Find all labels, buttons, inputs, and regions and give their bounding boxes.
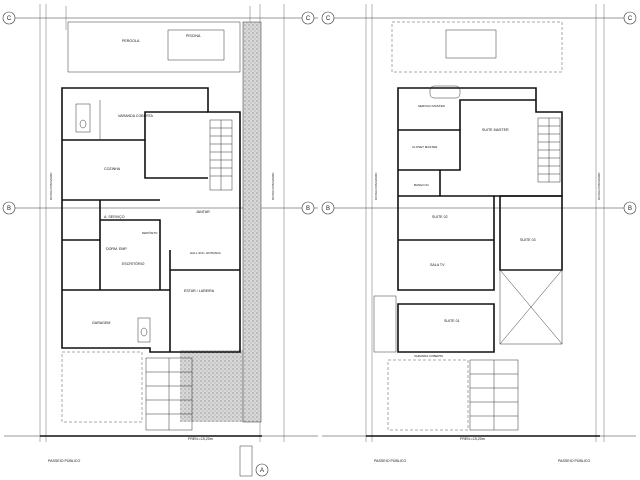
room-label-suite02: SUITE 02 <box>432 215 448 219</box>
void-area <box>499 269 563 345</box>
room-label-escritorio: ESCRITÓRIO <box>122 261 145 266</box>
axis-label-c-left-upper: C <box>326 16 331 22</box>
room-label-deposito: DEPÓSITO <box>142 230 158 235</box>
room-label-closet: CLOSET MASTER <box>412 145 438 149</box>
ground-floor-house-outline <box>61 87 241 353</box>
axis-bubble-a-bottom: A <box>255 463 269 477</box>
side-boundary-label-left: DIVISA COM MURO <box>49 172 53 200</box>
upper-floor-house-outline <box>397 87 563 291</box>
axis-bubble-b-right: B <box>301 201 315 215</box>
pool-label: PISCINA <box>186 34 201 38</box>
room-label-varanda-coberta: VARANDA COBERTA <box>414 354 443 358</box>
side-boundary-label-upper-right: DIVISA COM MURO <box>597 172 601 200</box>
ground-floor-grid-lines <box>4 4 318 442</box>
room-label-hall: HALL SOC. ENTRADA <box>190 251 221 255</box>
axis-bubble-b-left-upper: B <box>321 201 335 215</box>
axis-label-b-right: B <box>306 206 310 212</box>
axis-bubble-b-left: B <box>2 201 16 215</box>
axis-label-b-left: B <box>7 206 11 212</box>
room-label-suite-master: SUITE MASTER <box>482 128 509 132</box>
room-label-garagem: GARAGEM <box>92 321 110 325</box>
axis-bubble-c-left-upper: C <box>321 11 335 25</box>
axis-label-c-right-upper: C <box>628 16 633 22</box>
sidewalk-label-upper: PASSEIO PÚBLICO <box>374 458 406 463</box>
front-entry-steps-upper <box>469 359 519 431</box>
sidewalk-label: PASSEIO PÚBLICO <box>48 458 80 463</box>
axis-label-c-right: C <box>306 16 311 22</box>
upper-floor-plan: C C B B DIVISA COM MURO DIVISA COM MURO <box>321 4 637 463</box>
front-setback-hatch <box>180 350 260 422</box>
axis-label-c-left: C <box>7 16 12 22</box>
front-width-label-upper: FREN.=15,20m <box>460 437 485 441</box>
axis-bubble-c-right: C <box>301 11 315 25</box>
side-boundary-label-upper-left: DIVISA COM MURO <box>374 172 378 200</box>
pool-outline <box>167 29 225 61</box>
pergola-label: PERGOLA <box>122 39 140 43</box>
side-boundary-label-right: DIVISA COM MURO <box>271 172 275 200</box>
room-label-dorm-emp: DORM. EMP. <box>106 247 127 251</box>
room-label-servico-master: SERVIÇO MASTER <box>418 104 446 108</box>
axis-bubble-b-right-upper: B <box>623 201 637 215</box>
room-label-area-servico: A. SERVIÇO <box>104 215 125 219</box>
ground-floor-plan: C C B B A DIVISA COM MURO DIVISA COM MUR… <box>2 4 318 477</box>
room-label-suite01: SUITE 01 <box>444 319 460 323</box>
upper-floor-stairs <box>537 117 561 183</box>
room-label-sala-tv: SALA TV <box>430 263 445 267</box>
ground-floor-stairs <box>209 119 233 191</box>
axis-label-a-bottom: A <box>260 468 264 474</box>
upper-floor-grid-lines <box>322 4 636 442</box>
room-label-varanda: VARANDA COBERTA <box>118 114 154 118</box>
side-setback-hatch <box>243 22 261 422</box>
front-entry-steps <box>145 357 193 431</box>
room-label-suite03: SUITE 03 <box>520 238 536 242</box>
axis-bubble-c-left: C <box>2 11 16 25</box>
axis-label-b-left-upper: B <box>326 206 330 212</box>
bathtub-icon <box>429 85 461 99</box>
axis-bubble-c-right-upper: C <box>623 11 637 25</box>
front-width-label: FREN.=15,20m <box>188 437 213 441</box>
room-label-estar: ESTAR / LAREIRA <box>184 289 215 293</box>
room-label-cozinha: COZINHA <box>104 167 121 171</box>
sidewalk-label-upper-right: PASSEIO PÚBLICO <box>558 458 590 463</box>
room-label-banho: BANHO 01 <box>414 183 429 187</box>
room-label-jantar: JANTAR <box>196 210 210 214</box>
axis-label-b-right-upper: B <box>628 206 632 212</box>
toilet-icon <box>75 103 91 133</box>
toilet-icon <box>137 317 151 343</box>
